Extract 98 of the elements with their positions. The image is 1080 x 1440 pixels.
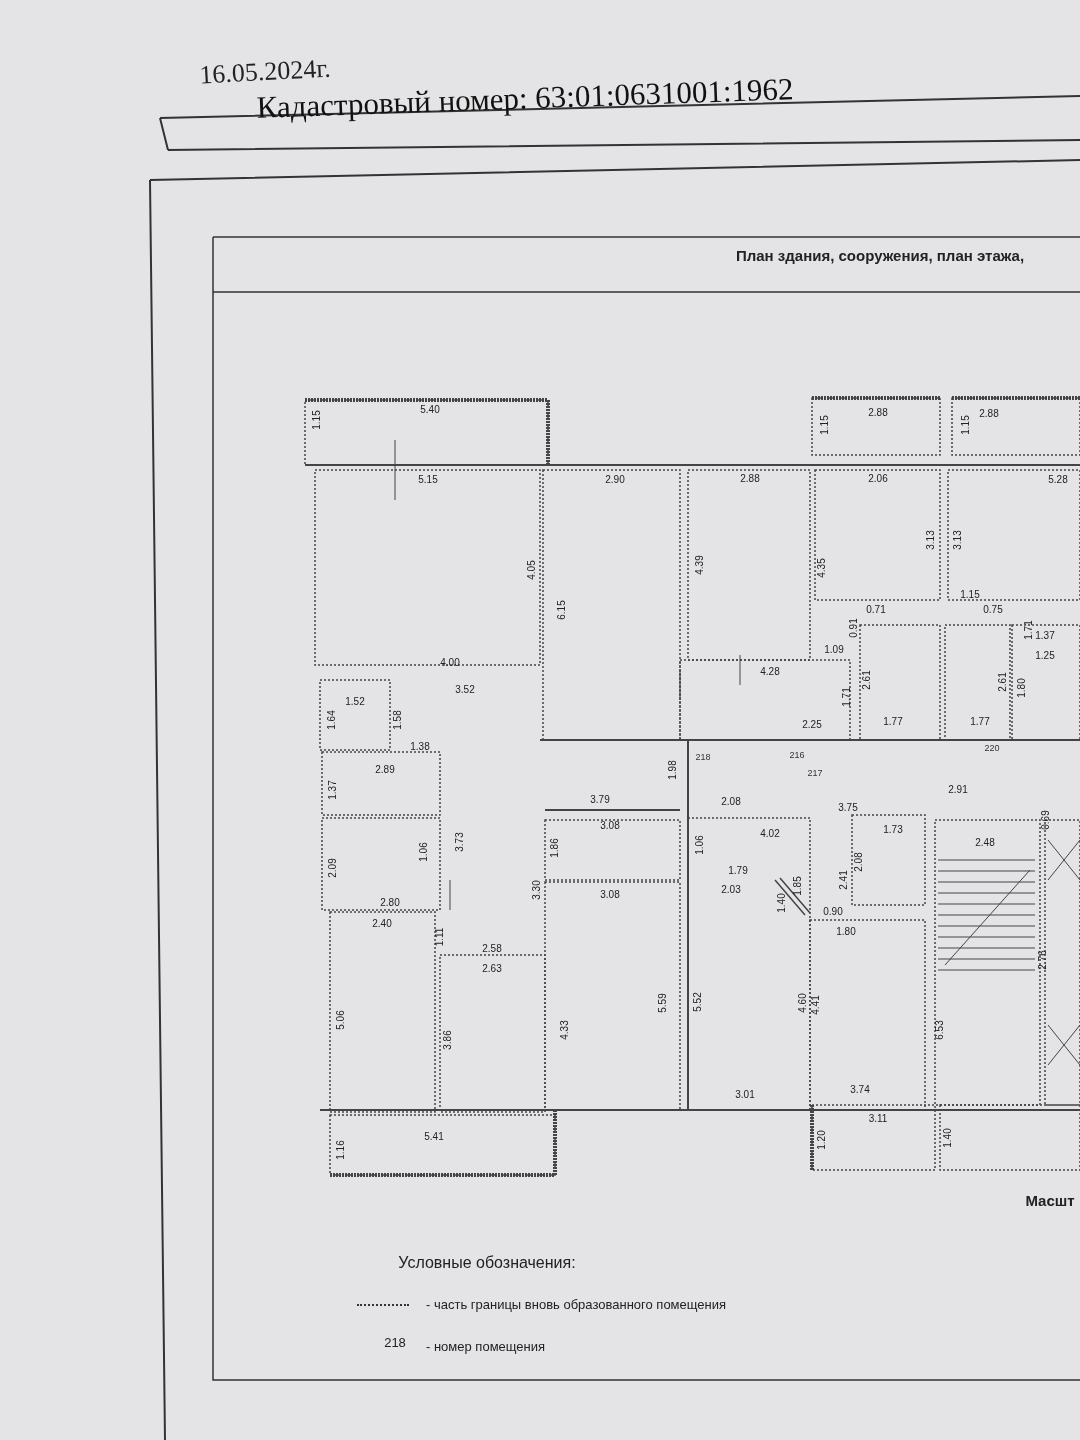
room-number: 218 xyxy=(695,752,711,762)
legend-heading: Условные обозначения: xyxy=(398,1255,576,1271)
dimension-label: 2.08 xyxy=(721,797,741,807)
dimension-label: 1.25 xyxy=(1035,651,1055,661)
dimension-label: 3.73 xyxy=(455,832,465,852)
dimension-label: 2.88 xyxy=(868,408,888,418)
dimension-label: 2.88 xyxy=(979,409,999,419)
dimension-label: 1.40 xyxy=(943,1128,953,1148)
dimension-label: 1.58 xyxy=(393,710,403,730)
dimension-label: 1.06 xyxy=(419,842,429,862)
dimension-label: 3.74 xyxy=(850,1085,870,1095)
dimension-label: 1.09 xyxy=(824,645,844,655)
dimension-label: 2.09 xyxy=(328,858,338,878)
dimension-label: 2.03 xyxy=(721,885,741,895)
dimension-label: 4.39 xyxy=(695,555,705,575)
dimension-label: 5.41 xyxy=(424,1132,444,1142)
dimension-label: 2.08 xyxy=(854,852,864,872)
dimension-label: 1.06 xyxy=(695,835,705,855)
dimension-label: 4.00 xyxy=(440,658,460,668)
dimension-label: 0.71 xyxy=(866,605,886,615)
dimension-label: 0.75 xyxy=(983,605,1003,615)
dimension-label: 1.77 xyxy=(970,717,990,727)
dimension-label: 1.16 xyxy=(336,1140,346,1160)
legend-text: - часть границы вновь образованного помещения xyxy=(426,1296,727,1314)
dimension-label: 1.71 xyxy=(1024,620,1034,640)
dimension-label: 3.13 xyxy=(953,530,963,550)
dimension-label: 2.91 xyxy=(948,785,968,795)
date-text: 16.05.2024г. xyxy=(198,55,332,89)
dimension-label: 2.61 xyxy=(998,672,1008,692)
dimension-label: 1.40 xyxy=(777,893,787,913)
dimension-label: 2.88 xyxy=(740,474,760,484)
dimension-label: 1.15 xyxy=(961,415,971,435)
dimension-label: 3.86 xyxy=(443,1030,453,1050)
dimension-label: 1.64 xyxy=(327,710,337,730)
dimension-label: 3.01 xyxy=(735,1090,755,1100)
dimension-label: 1.52 xyxy=(345,697,365,707)
dimension-label: 3.11 xyxy=(868,1114,888,1124)
dimension-label: 3.79 xyxy=(590,795,610,805)
dimension-label: 4.60 xyxy=(798,993,808,1013)
dimension-label: 1.20 xyxy=(817,1130,827,1150)
dimension-label: 5.40 xyxy=(420,405,440,415)
dimension-label: 2.90 xyxy=(605,475,625,485)
dimension-label: 4.28 xyxy=(760,667,780,677)
dimension-label: 4.41 xyxy=(811,995,821,1015)
dimension-label: 1.15 xyxy=(820,415,830,435)
dimension-label: 1.73 xyxy=(883,825,903,835)
dimension-label: 2.40 xyxy=(372,919,392,929)
room-number: 218 xyxy=(384,1335,406,1349)
dimension-label: 3.08 xyxy=(600,890,620,900)
dimension-label: 1.77 xyxy=(883,717,903,727)
dimension-label: 1.80 xyxy=(1017,678,1027,698)
dimension-label: 0.69 xyxy=(1041,810,1051,830)
dimension-label: 2.25 xyxy=(802,720,822,730)
dimension-label: 4.05 xyxy=(527,560,537,580)
dimension-label: 5.15 xyxy=(418,475,438,485)
dimension-label: 2.58 xyxy=(482,944,502,954)
dimension-label: 5.28 xyxy=(1048,475,1068,485)
dimension-label: 1.37 xyxy=(328,780,338,800)
dimension-label: 5.06 xyxy=(336,1010,346,1030)
dimension-label: 1.98 xyxy=(668,760,678,780)
dimension-label: 1.86 xyxy=(550,838,560,858)
dimension-label: 0.90 xyxy=(823,907,843,917)
dimension-label: 3.75 xyxy=(838,803,858,813)
dimension-label: 2.63 xyxy=(482,964,502,974)
dimension-label: 3.52 xyxy=(455,685,475,695)
dimension-label: 2.76 xyxy=(1038,950,1048,970)
dimension-label: 1.79 xyxy=(728,866,748,876)
plan-heading: План здания, сооружения, план этажа, xyxy=(735,247,1025,263)
room-number: 220 xyxy=(984,743,1000,753)
dimension-label: 1.15 xyxy=(312,410,322,430)
dimension-label: 3.13 xyxy=(926,530,936,550)
dimension-label: 3.30 xyxy=(532,880,542,900)
dimension-label: 6.53 xyxy=(935,1020,945,1040)
dimension-label: 2.41 xyxy=(839,870,849,890)
dimension-label: 1.85 xyxy=(793,876,803,896)
dimension-label: 1.71 xyxy=(842,687,852,707)
room-number: 217 xyxy=(807,768,823,778)
dimension-label: 4.35 xyxy=(817,558,827,578)
dimension-label: 3.08 xyxy=(600,821,620,831)
dimension-label: 2.89 xyxy=(375,765,395,775)
dimension-label: 2.48 xyxy=(975,838,995,848)
dimension-label: 2.61 xyxy=(862,670,872,690)
dimension-label: 2.80 xyxy=(380,898,400,908)
dimension-label: 1.38 xyxy=(410,742,430,752)
dimension-label: 1.80 xyxy=(836,927,856,937)
dimension-label: 4.02 xyxy=(760,829,780,839)
dimension-label: 2.06 xyxy=(868,474,888,484)
room-number: 216 xyxy=(789,750,805,760)
dimension-label: 4.33 xyxy=(560,1020,570,1040)
legend-text: - номер помещения xyxy=(426,1337,546,1356)
dimension-label: 0.91 xyxy=(849,618,859,638)
scale-label: Масшт xyxy=(1025,1192,1075,1208)
dimension-label: 5.52 xyxy=(693,992,703,1012)
dimension-label: 1.11 xyxy=(435,927,445,947)
dimension-label: 6.15 xyxy=(557,600,567,620)
dimension-label: 1.37 xyxy=(1035,631,1055,641)
dimension-label: 1.15 xyxy=(960,590,980,600)
dimension-label: 5.59 xyxy=(658,993,668,1013)
